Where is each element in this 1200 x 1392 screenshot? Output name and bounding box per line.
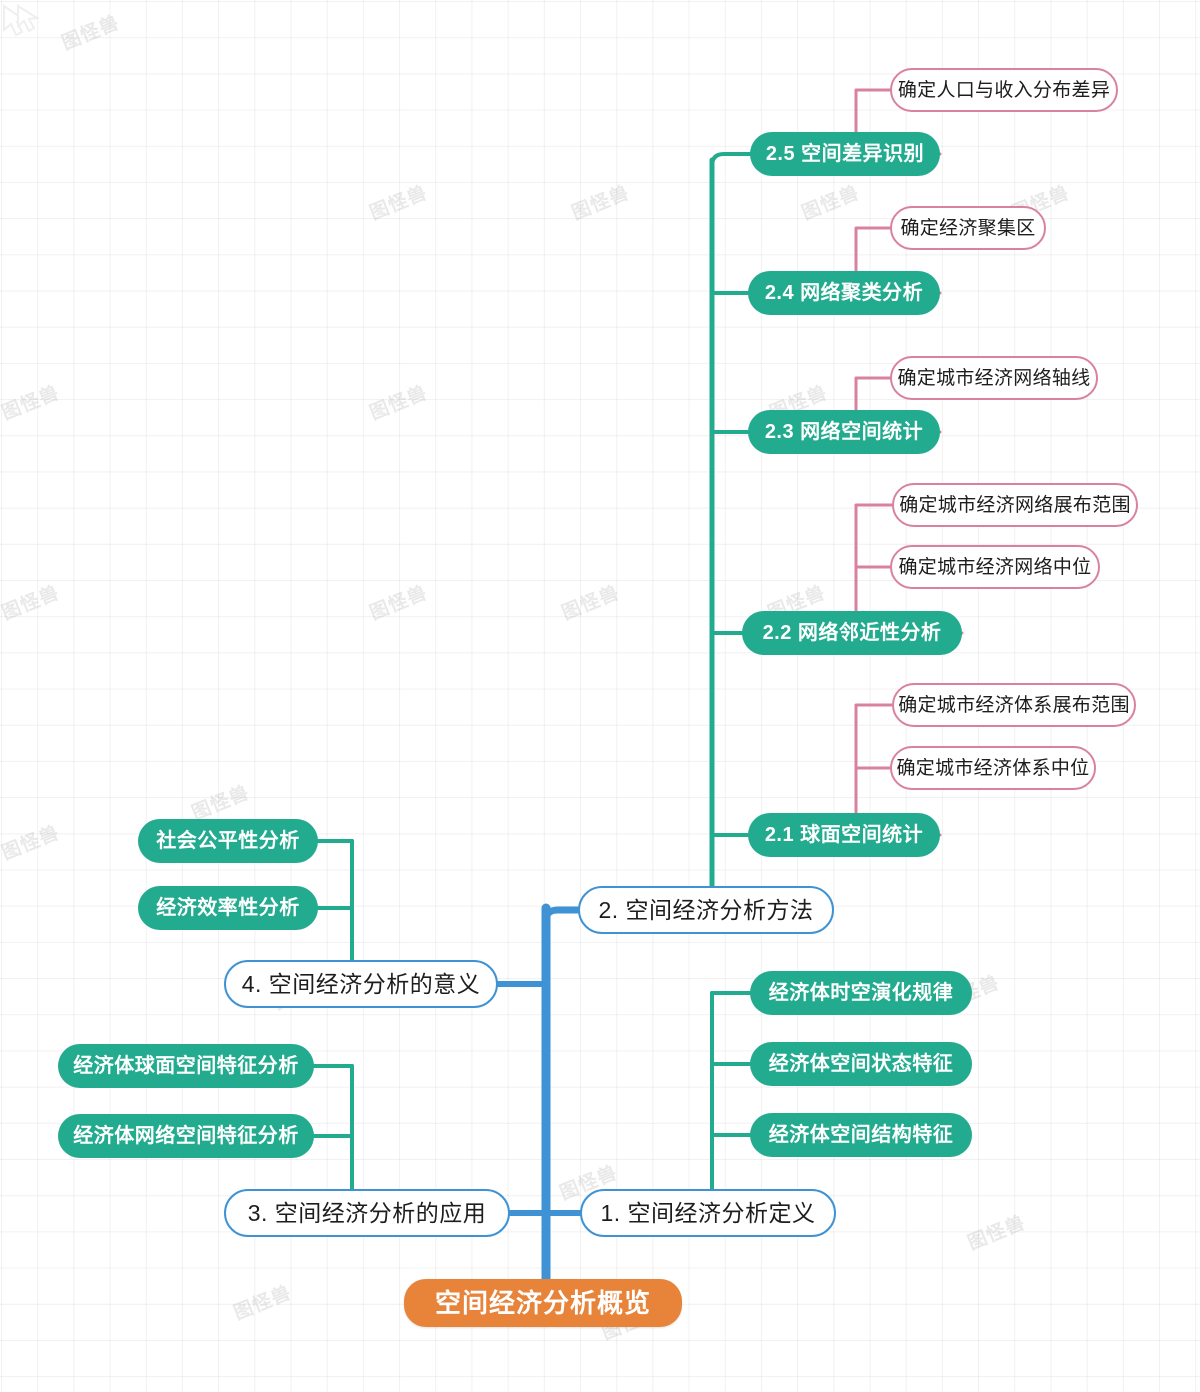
node-b2-child-21[interactable]: 2.1 球面空间统计 bbox=[748, 813, 940, 857]
node-b2-child-22[interactable]: 2.2 网络邻近性分析 bbox=[742, 611, 962, 655]
edge-21-sub2 bbox=[854, 703, 894, 770]
edge-22-sub2 bbox=[854, 503, 894, 569]
node-b2-child-25[interactable]: 2.5 空间差异识别 bbox=[750, 132, 940, 176]
node-b1-child-3[interactable]: 经济体空间结构特征 bbox=[750, 1113, 972, 1157]
branch-node-4[interactable]: 4. 空间经济分析的意义 bbox=[224, 960, 498, 1008]
node-b2-21-sub-2[interactable]: 确定城市经济体系中位 bbox=[890, 746, 1096, 790]
node-b1-child-2[interactable]: 经济体空间状态特征 bbox=[750, 1042, 972, 1086]
node-b2-25-sub-1[interactable]: 确定人口与收入分布差异 bbox=[890, 68, 1118, 112]
edge-root-b2 bbox=[542, 906, 582, 924]
node-b4-child-1[interactable]: 社会公平性分析 bbox=[138, 819, 318, 863]
mouse-cursor-icon bbox=[3, 4, 40, 37]
node-b3-child-2[interactable]: 经济体网络空间特征分析 bbox=[58, 1114, 314, 1158]
node-b2-23-sub-1[interactable]: 确定城市经济网络轴线 bbox=[890, 356, 1098, 400]
root-node[interactable]: 空间经济分析概览 bbox=[404, 1279, 682, 1327]
node-b2-21-sub-1[interactable]: 确定城市经济体系展布范围 bbox=[892, 683, 1136, 727]
node-b2-child-23[interactable]: 2.3 网络空间统计 bbox=[748, 410, 940, 454]
edge-b2-to-25 bbox=[710, 152, 752, 168]
node-b2-22-sub-1[interactable]: 确定城市经济网络展布范围 bbox=[892, 483, 1138, 527]
node-b2-24-sub-1[interactable]: 确定经济聚集区 bbox=[890, 206, 1046, 250]
node-b2-22-sub-2[interactable]: 确定城市经济网络中位 bbox=[890, 545, 1100, 589]
branch-node-2[interactable]: 2. 空间经济分析方法 bbox=[578, 886, 834, 934]
node-b3-child-1[interactable]: 经济体球面空间特征分析 bbox=[58, 1044, 314, 1088]
node-b2-child-24[interactable]: 2.4 网络聚类分析 bbox=[748, 271, 940, 315]
node-b4-child-2[interactable]: 经济效率性分析 bbox=[138, 886, 318, 930]
branch-node-3[interactable]: 3. 空间经济分析的应用 bbox=[224, 1189, 510, 1237]
node-b1-child-1[interactable]: 经济体时空演化规律 bbox=[750, 971, 972, 1015]
branch-node-1[interactable]: 1. 空间经济分析定义 bbox=[580, 1189, 836, 1237]
